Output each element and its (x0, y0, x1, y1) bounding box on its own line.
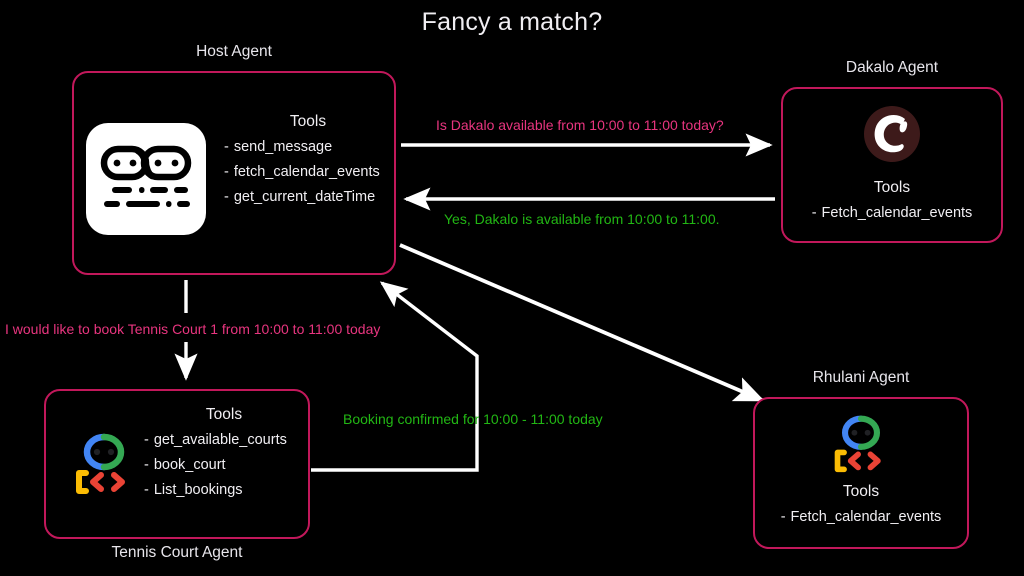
bullet-dash: - (144, 481, 149, 498)
bullet-dash: - (144, 432, 149, 448)
tools-heading: Tools (842, 483, 880, 500)
tools-heading: Tools (873, 179, 911, 196)
message-label-book-court: I would like to book Tennis Court 1 from… (5, 321, 381, 337)
tool-item[interactable]: -send_message (224, 135, 392, 160)
bullet-dash: - (780, 509, 786, 525)
tool-label: Fetch_calendar_events (790, 509, 942, 525)
bullet-dash: - (811, 205, 817, 221)
crewai-logo-icon (860, 103, 924, 165)
tennis-court-agent-tools: Tools -get_available_courts -book_court … (144, 406, 304, 503)
bullet-dash: - (224, 163, 229, 180)
host-agent-caption: Host Agent (196, 43, 272, 60)
message-label-booking-confirmed: Booking confirmed for 10:00 - 11:00 toda… (343, 411, 603, 427)
tool-item[interactable]: -book_court (144, 453, 304, 478)
dakalo-agent-tools: Tools -Fetch_calendar_events (783, 179, 1001, 226)
tools-heading: Tools (205, 406, 243, 423)
tennis-tool-list: -get_available_courts -book_court -List_… (144, 428, 304, 503)
tools-heading: Tools (289, 113, 327, 130)
dakalo-agent-caption: Dakalo Agent (845, 59, 939, 76)
tool-item[interactable]: -get_current_dateTime (224, 185, 392, 210)
tool-item[interactable]: -List_bookings (144, 478, 304, 503)
tennis-court-agent-caption: Tennis Court Agent (111, 544, 243, 561)
tool-label: get_available_courts (153, 432, 287, 448)
rhulani-tool-list: -Fetch_calendar_events (755, 505, 967, 530)
tool-label: send_message (233, 139, 333, 155)
tool-item[interactable]: -Fetch_calendar_events (783, 201, 1001, 226)
tool-label: List_bookings (153, 481, 243, 498)
bullet-dash: - (144, 456, 149, 473)
rhulani-agent-tools: Tools -Fetch_calendar_events (755, 483, 967, 530)
google-adk-logo-icon (827, 413, 895, 475)
tool-item[interactable]: -get_available_courts (144, 428, 304, 453)
tool-label: Fetch_calendar_events (821, 205, 973, 221)
google-adk-logo-icon (68, 431, 140, 497)
tool-item[interactable]: -fetch_calendar_events (224, 160, 392, 185)
dakalo-agent-box[interactable]: Tools -Fetch_calendar_events (781, 87, 1003, 243)
tool-label: book_court (153, 456, 226, 473)
message-label-dakalo-reply: Yes, Dakalo is available from 10:00 to 1… (444, 211, 720, 227)
arrow-host-to-rhulani (399, 243, 765, 402)
tool-label: get_current_dateTime (233, 188, 376, 205)
bullet-dash: - (224, 188, 229, 205)
rhulani-agent-caption: Rhulani Agent (812, 369, 910, 386)
tool-label: fetch_calendar_events (233, 163, 380, 180)
host-agent-box[interactable]: Tools -send_message -fetch_calendar_even… (72, 71, 396, 275)
tool-item[interactable]: -Fetch_calendar_events (755, 505, 967, 530)
tennis-court-agent-box[interactable]: Tools -get_available_courts -book_court … (44, 389, 310, 539)
message-label-ask-dakalo: Is Dakalo available from 10:00 to 11:00 … (436, 117, 724, 133)
rhulani-agent-box[interactable]: Tools -Fetch_calendar_events (753, 397, 969, 549)
dakalo-tool-list: -Fetch_calendar_events (783, 201, 1001, 226)
host-agent-tools: Tools -send_message -fetch_calendar_even… (224, 113, 392, 210)
bullet-dash: - (224, 139, 229, 155)
host-tool-list: -send_message -fetch_calendar_events -ge… (224, 135, 392, 210)
arrow-tennis-to-host (311, 281, 479, 472)
a2a-logo-icon (86, 123, 206, 235)
page-title: Fancy a match? (421, 8, 603, 36)
